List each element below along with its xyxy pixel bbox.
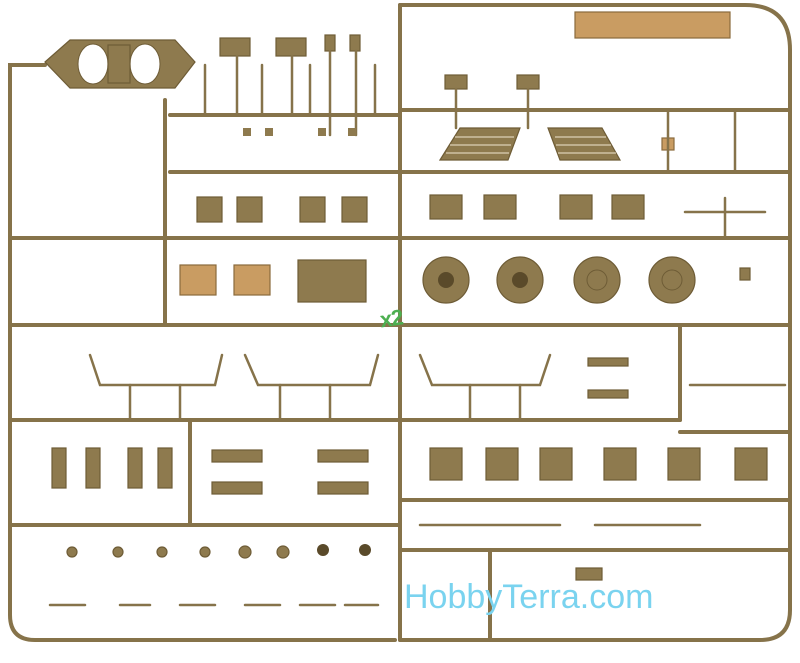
left-frame [8,3,402,642]
square-plates [418,447,768,527]
hull-part [44,39,196,89]
flat-plate [574,11,731,39]
small-parts-top [203,34,377,137]
seat-frames [88,353,787,422]
wheels-row [179,256,751,304]
grilles [438,74,737,174]
multiplier-label: x2 [378,304,405,333]
small-wheels [48,544,603,607]
track-links [51,447,369,495]
watermark-text: HobbyTerra.com [404,578,654,616]
right-frame [398,3,792,642]
brackets [196,194,767,240]
